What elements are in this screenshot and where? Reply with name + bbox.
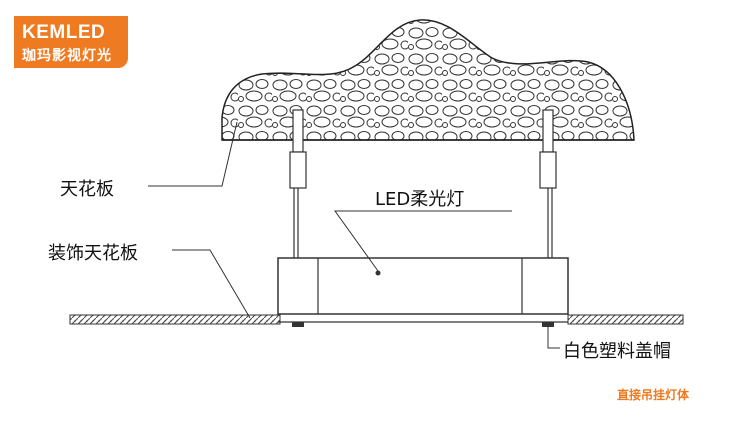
- led-light-body: [277, 257, 569, 315]
- logo-subtitle: 珈玛影视灯光: [22, 48, 112, 64]
- leader-led-light: [334, 210, 512, 272]
- label-decorative-ceiling: 装饰天花板: [48, 243, 138, 264]
- decorative-ceiling-left: [69, 314, 281, 325]
- ceiling-slab: [221, 19, 635, 141]
- logo-brand-text: KEMLED: [22, 22, 106, 43]
- leader-ceiling: [148, 121, 238, 187]
- brand-logo: KEMLED 珈玛影视灯光: [14, 16, 128, 68]
- label-led-light: LED柔光灯: [375, 189, 465, 210]
- leader-end-cap: [547, 326, 560, 349]
- decorative-ceiling-right: [567, 314, 684, 325]
- label-ceiling: 天花板: [60, 179, 114, 200]
- leader-decorative-ceiling: [172, 249, 251, 319]
- label-end-cap: 白色塑料盖帽: [563, 341, 671, 362]
- diagram-caption: 直接吊挂灯体: [617, 388, 690, 402]
